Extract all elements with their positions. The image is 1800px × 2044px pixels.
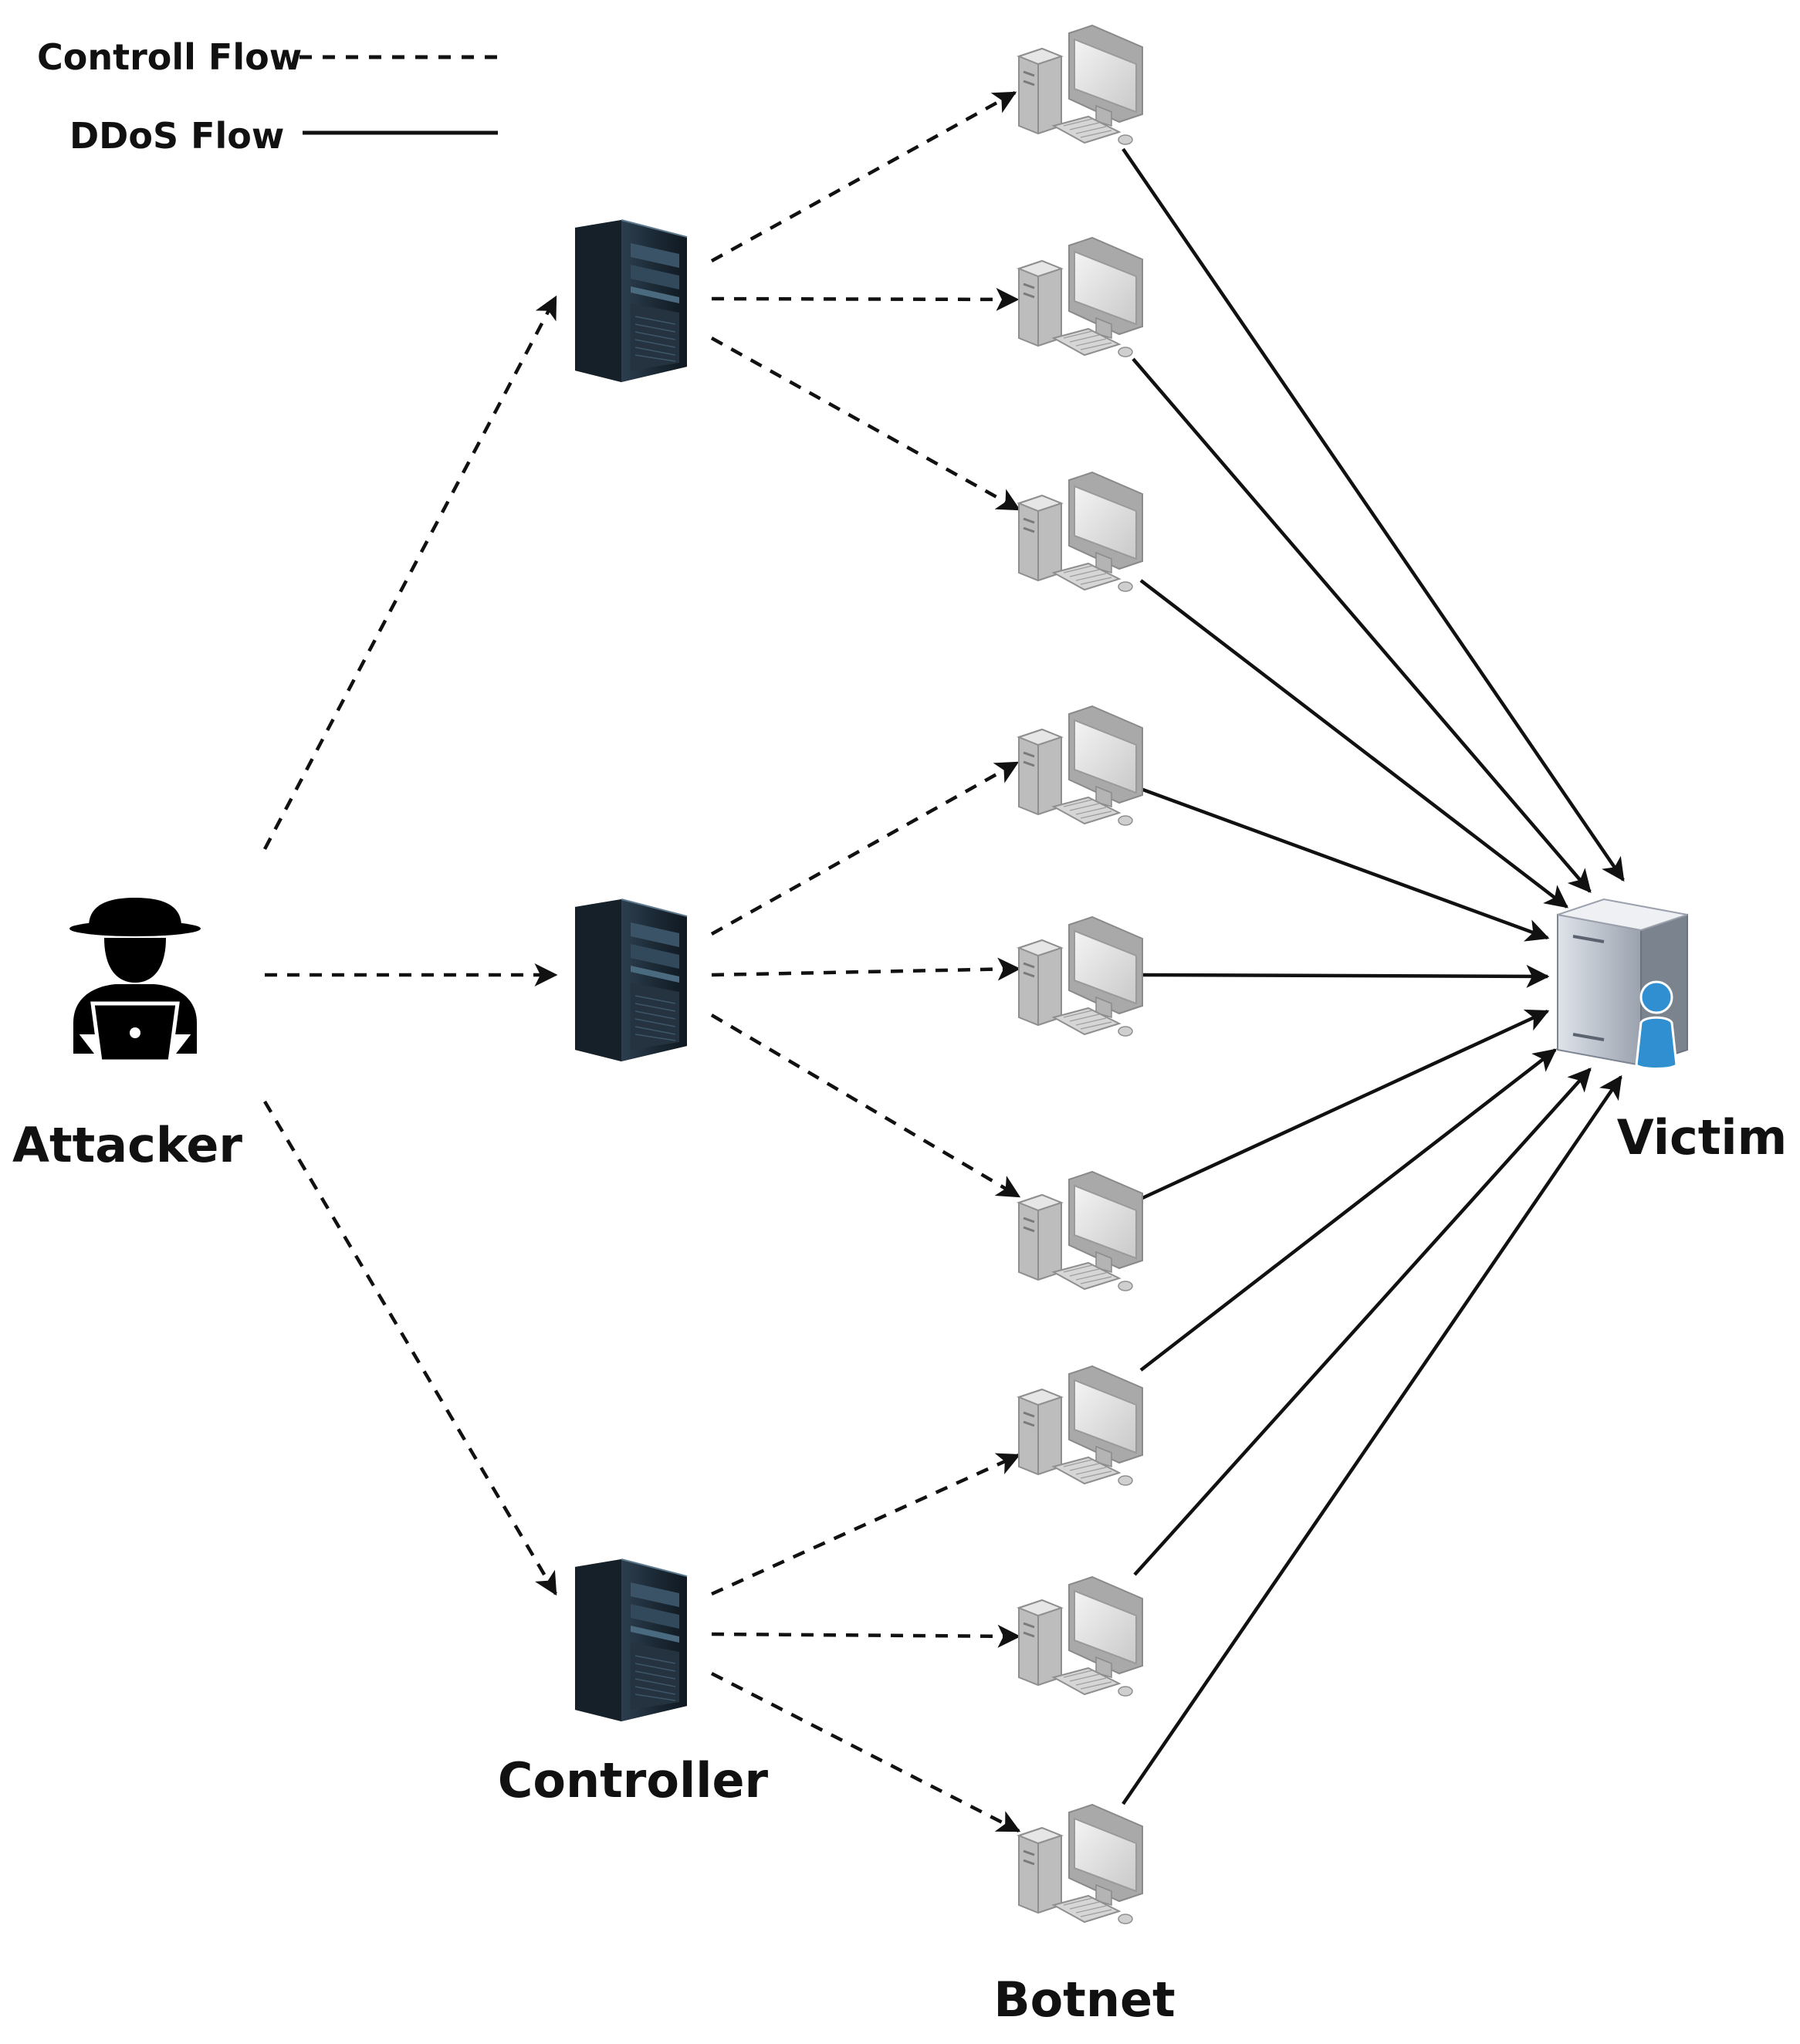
control-flow-arrow xyxy=(711,957,1021,981)
legend-control-label: Controll Flow xyxy=(37,36,302,78)
controller-label: Controller xyxy=(498,1752,769,1809)
legend: Controll Flow DDoS Flow xyxy=(37,36,498,157)
server-icon xyxy=(574,898,688,1062)
controller-1 xyxy=(574,219,688,383)
ddos-flow-arrow xyxy=(1133,1068,1592,1576)
bot-3 xyxy=(1017,471,1144,593)
ddos-flow-arrow xyxy=(1132,357,1592,893)
control-flow-arrow xyxy=(710,337,1021,511)
bot-9 xyxy=(1017,1803,1144,1925)
ddos-flow-arrow xyxy=(1140,787,1550,942)
controller-2 xyxy=(574,898,688,1062)
control-flow-arrow xyxy=(710,761,1020,936)
bot-2 xyxy=(1017,236,1144,358)
ddos-flow-arrow xyxy=(1139,1048,1557,1372)
botnet-label: Botnet xyxy=(993,1971,1175,2028)
user-icon xyxy=(1635,980,1678,1070)
attacker-label: Attacker xyxy=(12,1117,242,1173)
bot-8 xyxy=(1017,1575,1144,1697)
edges xyxy=(263,91,1625,1833)
attacker-icon xyxy=(69,898,201,1064)
bot-4 xyxy=(1017,705,1144,827)
bot-1 xyxy=(1017,24,1144,146)
ddos-flow-arrow xyxy=(1140,964,1550,988)
control-flow-arrow xyxy=(263,295,557,851)
victim-node: Victim xyxy=(1557,898,1787,1166)
bot-6 xyxy=(1017,1170,1144,1292)
control-flow-arrow xyxy=(711,1624,1021,1648)
controller-3 xyxy=(574,1558,688,1722)
ddos-flow-arrow xyxy=(1122,147,1625,882)
ddos-flow-arrow xyxy=(1122,1074,1622,1805)
server-icon xyxy=(574,219,688,383)
botnet xyxy=(1017,24,1144,1925)
victim-label: Victim xyxy=(1617,1109,1787,1166)
control-flow-arrow xyxy=(710,1014,1021,1198)
bot-5 xyxy=(1017,915,1144,1037)
ddos-flow-arrow xyxy=(1140,1009,1550,1201)
bot-7 xyxy=(1017,1365,1144,1487)
ddos-flow-arrow xyxy=(1139,579,1568,909)
control-flow-arrow xyxy=(710,91,1017,262)
control-flow-arrow xyxy=(711,1453,1021,1596)
attacker-node: Attacker xyxy=(12,898,242,1173)
control-flow-arrow xyxy=(263,1100,557,1596)
server-icon xyxy=(574,1558,688,1722)
legend-ddos-label: DDoS Flow xyxy=(69,115,284,157)
